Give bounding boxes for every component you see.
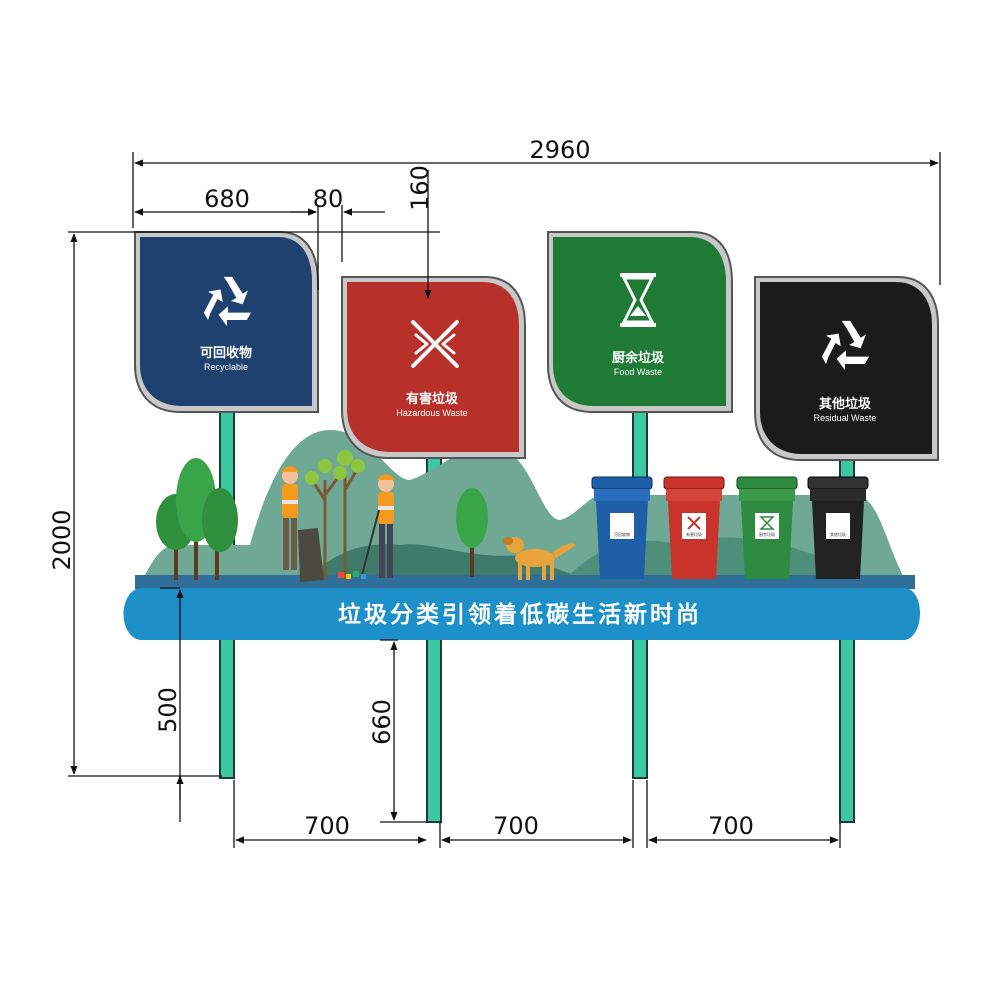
dim-label-total-width: 2960 xyxy=(529,136,590,164)
dim-label-offset: 160 xyxy=(406,165,434,211)
sign-subtitle: Recyclable xyxy=(204,362,248,372)
sign-subtitle: Residual Waste xyxy=(814,413,877,423)
worker-right xyxy=(361,474,395,578)
tree-group-left xyxy=(156,458,488,580)
sign-title: 可回收物 xyxy=(200,345,252,361)
dim-label-total-height: 2000 xyxy=(48,509,76,570)
hazard-cross-icon xyxy=(411,320,459,368)
tree-trunk-right xyxy=(470,535,474,577)
bin-label: 其他垃圾 xyxy=(830,531,846,537)
dimension-lines xyxy=(68,152,941,848)
sign-food: 厨余垃圾 Food Waste xyxy=(547,231,733,413)
bin-hazardous: 有害垃圾 xyxy=(663,476,725,579)
bin-label: 有害垃圾 xyxy=(686,531,702,537)
sign-residual: 其他垃圾 Residual Waste xyxy=(754,276,939,461)
dim-label-spacing-1: 700 xyxy=(304,812,350,840)
dim-label-gap: 80 xyxy=(313,185,344,213)
dog xyxy=(503,537,576,580)
litter-pile xyxy=(338,571,366,579)
dim-label-spacing-2: 700 xyxy=(493,812,539,840)
dim-label-sign-width: 680 xyxy=(204,185,250,213)
sign-title: 有害垃圾 xyxy=(406,391,459,407)
scenery-panel: 可回收物 有害垃圾 厨余垃圾 xyxy=(123,430,920,640)
dimension-labels: 2960 680 80 160 2000 500 660 700 700 700 xyxy=(48,136,754,840)
tree-right xyxy=(456,488,488,548)
sign-subtitle: Food Waste xyxy=(614,367,662,377)
sign-recyclable: 可回收物 Recyclable xyxy=(134,231,319,413)
worker-left xyxy=(281,466,324,582)
bin-label: 厨余垃圾 xyxy=(759,531,775,537)
hills-dark xyxy=(300,544,600,585)
sign-hazardous: 有害垃圾 Hazardous Waste xyxy=(341,276,526,459)
bin-residual: 其他垃圾 xyxy=(807,476,869,579)
hourglass-icon xyxy=(620,273,656,327)
sign-subtitle: Hazardous Waste xyxy=(396,408,467,418)
waste-bins: 可回收物 有害垃圾 厨余垃圾 xyxy=(591,476,869,579)
slogan-text: 垃圾分类引领着低碳生活新时尚 xyxy=(338,601,702,628)
bin-label: 可回收物 xyxy=(614,531,630,537)
sign-title: 其他垃圾 xyxy=(819,396,872,412)
sign-title: 厨余垃圾 xyxy=(612,350,665,366)
bin-recyclable: 可回收物 xyxy=(591,476,653,579)
bin-food: 厨余垃圾 xyxy=(736,476,798,579)
dim-label-pole-clearance: 660 xyxy=(368,699,396,745)
dim-label-spacing-3: 700 xyxy=(708,812,754,840)
dim-label-banner-clearance: 500 xyxy=(154,687,182,733)
ground xyxy=(135,575,915,589)
slogan-banner xyxy=(123,588,920,640)
